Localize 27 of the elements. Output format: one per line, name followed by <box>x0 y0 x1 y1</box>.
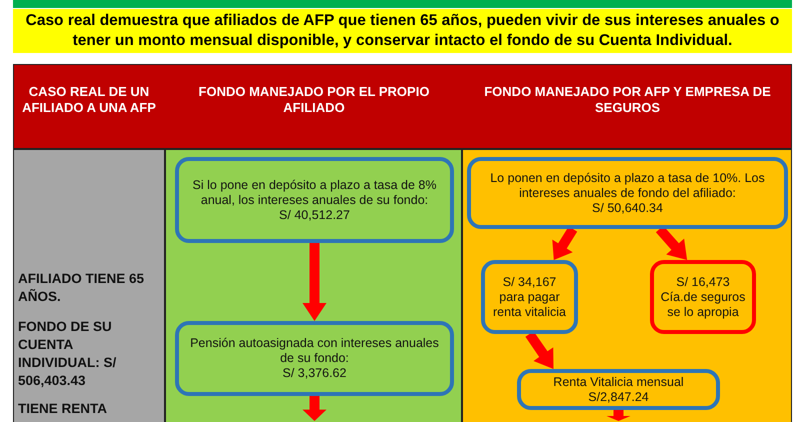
title-banner: Caso real demuestra que afiliados de AFP que tienen 65 años, pueden vivir de sus intereses anuales o tener un monto mensual disponible, y conservar intacto el fondo de su Cuenta Individual. <box>13 9 792 53</box>
box-text: S/ 3,376.62 <box>282 366 346 381</box>
column-header: FONDO MANEJADO POR EL PROPIO AFILIADO <box>198 84 430 116</box>
box-text: Si lo pone en depósito a plazo a tasa de 8% anual, los intereses anuales de su fondo: <box>192 178 438 208</box>
process-box <box>467 157 788 229</box>
box-text: Lo ponen en depósito a plazo a tasa de 10%. Los intereses anuales de fondo del afiliado: <box>489 170 766 200</box>
process-box <box>175 321 454 396</box>
process-box <box>481 260 578 334</box>
arrow <box>302 243 326 321</box>
row-header-text: TIENE RENTA <box>18 400 108 418</box>
row-header-text: FONDO DE SU CUENTA INDIVIDUAL: S/ 506,403.43 <box>18 318 118 390</box>
column-header: FONDO MANEJADO POR AFP Y EMPRESA DE SEGUROS <box>483 84 772 116</box>
arrow <box>302 396 326 421</box>
column-header: CASO REAL DE UN AFILIADO A UNA AFP <box>21 84 157 116</box>
box-text: Pensión autoasignada con intereses anuales de su fondo: <box>189 336 440 366</box>
process-box <box>175 157 454 243</box>
box-text: S/ 50,640.34 <box>592 200 663 216</box>
process-box <box>517 369 720 410</box>
row-header-text: AFILIADO TIENE 65 AÑOS. <box>18 270 146 306</box>
arrow <box>606 410 630 421</box>
box-text: Renta Vitalicia mensual S/2,847.24 <box>552 374 685 404</box>
box-text: S/ 16,473 Cía.de seguros se lo apropia <box>660 274 746 320</box>
process-box <box>650 260 756 334</box>
box-text: S/ 40,512.27 <box>279 208 350 222</box>
arrow <box>525 331 554 369</box>
box-text: S/ 34,167 para pagar renta vitalicia <box>492 274 567 320</box>
arrow <box>552 226 578 260</box>
